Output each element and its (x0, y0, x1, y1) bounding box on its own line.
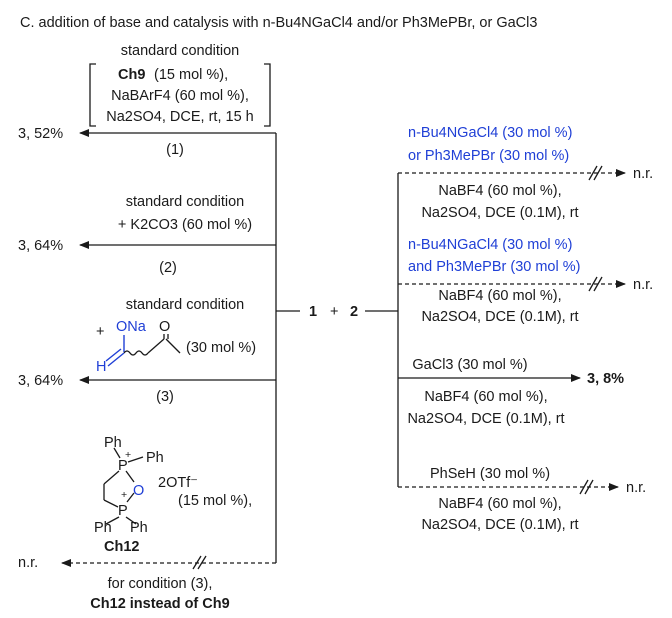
plus-sign: + (330, 304, 338, 320)
l3-result: 3, 64% (18, 373, 63, 389)
ch12-plus-bottom: + (121, 489, 127, 501)
r1-cond-2: Na2SO4, DCE (0.1M), rt (421, 205, 578, 221)
r4-result: n.r. (626, 480, 646, 496)
ch12-bond-6 (125, 470, 135, 483)
l3-oxygen: O (159, 319, 170, 335)
l4-footer-1: for condition (3), (108, 576, 213, 592)
r2-cond-1: NaBF4 (60 mol %), (438, 288, 561, 304)
r2-cond-2: Na2SO4, DCE (0.1M), rt (421, 309, 578, 325)
r1-break-2 (593, 165, 603, 181)
l3-number: (3) (156, 389, 174, 405)
r2-result: n.r. (633, 277, 653, 293)
scheme-title: C. addition of base and catalysis with n… (20, 15, 537, 31)
l1-number: (1) (166, 142, 184, 158)
l4-footer-2: Ch12 instead of Ch9 (90, 596, 229, 612)
ch12-ph-bottom-right: Ph (130, 520, 148, 536)
l3-bond-ch-2 (105, 348, 122, 362)
ch12-ph-top-right: Ph (146, 450, 164, 466)
l2-result: 3, 64% (18, 238, 63, 254)
l3-bond-cc (147, 338, 165, 354)
r4-break-1 (579, 479, 589, 495)
r1-result: n.r. (633, 166, 653, 182)
ch12-bond-8 (105, 516, 120, 525)
l3-plus: + (96, 324, 104, 340)
ch12-bond-7 (126, 492, 135, 503)
r4-reagent: PhSeH (30 mol %) (430, 466, 550, 482)
r1-cond-1: NaBF4 (60 mol %), (438, 183, 561, 199)
ch12-bond-2 (127, 456, 144, 463)
l1-catalyst-load: (15 mol %), (154, 67, 228, 83)
r3-result: 3, 8% (587, 371, 624, 387)
l3-wavy-bond (123, 350, 149, 356)
r3-reagent: GaCl3 (30 mol %) (412, 357, 527, 373)
l1-bracket-left (89, 63, 96, 127)
r4-cond-2: Na2SO4, DCE (0.1M), rt (421, 517, 578, 533)
ch12-label: Ch12 (104, 539, 139, 555)
ch12-bond-9 (125, 516, 137, 525)
r1-reagent-2: or Ph3MePBr (30 mol %) (408, 148, 569, 164)
ch12-load: (15 mol %), (178, 493, 252, 509)
l1-top: standard condition (121, 43, 240, 59)
l2-line2: + K2CO3 (60 mol %) (118, 217, 252, 233)
l1-result: 3, 52% (18, 126, 63, 142)
r1-break-1 (588, 165, 598, 181)
ch12-ph-top-left: Ph (104, 435, 122, 451)
l2-number: (2) (159, 260, 177, 276)
r2-break-2 (593, 276, 603, 292)
l3-ona: ONa (116, 319, 147, 335)
reactant-2: 2 (350, 304, 358, 320)
ch12-counterion: 2OTf⁻ (158, 475, 198, 491)
l2-line1: standard condition (126, 194, 245, 210)
l1-conditions: Na2SO4, DCE, rt, 15 h (106, 109, 253, 125)
r2-reagent-1: n-Bu4NGaCl4 (30 mol %) (408, 237, 572, 253)
ch12-bond-3 (103, 470, 120, 485)
l1-bracket-right (264, 63, 271, 127)
l4-break-1 (192, 555, 202, 570)
l3-hydrogen: H (96, 359, 106, 375)
reactant-1: 1 (309, 304, 317, 320)
r1-reagent-1: n-Bu4NGaCl4 (30 mol %) (408, 125, 572, 141)
l1-additive: NaBArF4 (60 mol %), (111, 88, 249, 104)
r4-cond-1: NaBF4 (60 mol %), (438, 496, 561, 512)
l3-bond-me (165, 338, 181, 354)
l4-break-2 (197, 555, 207, 570)
ch12-p-bottom: P (118, 503, 128, 519)
ch12-p-top: P (118, 458, 128, 474)
r3-cond-1: NaBF4 (60 mol %), (424, 389, 547, 405)
l1-catalyst: Ch9 (118, 67, 145, 83)
r2-reagent-2: and Ph3MePBr (30 mol %) (408, 259, 580, 275)
r2-break-1 (588, 276, 598, 292)
ch12-oxygen: O (133, 483, 144, 499)
l3-bond-ch (107, 352, 125, 367)
ch12-bond-5 (103, 499, 119, 508)
r4-break-2 (584, 479, 594, 495)
ch12-plus-top: + (125, 449, 131, 461)
l3-load: (30 mol %) (186, 340, 256, 356)
r3-cond-2: Na2SO4, DCE (0.1M), rt (407, 411, 564, 427)
l4-result: n.r. (18, 555, 38, 571)
l3-line1: standard condition (126, 297, 245, 313)
ch12-bond-1 (113, 447, 121, 459)
